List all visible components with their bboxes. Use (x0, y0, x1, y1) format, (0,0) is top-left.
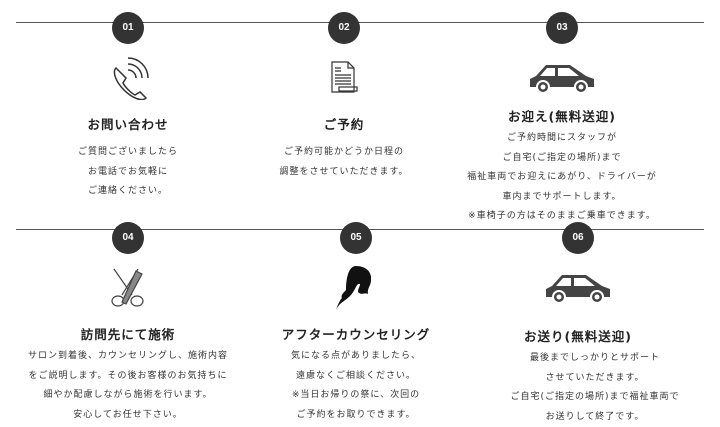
step-title: お送り(無料送迎) (458, 326, 698, 345)
description-line: 最後までしっかりとサポート (492, 349, 698, 369)
step-description: サロン到着後、カウンセリングし、施術内容 をご説明します。その後お客様のお気持ち… (8, 347, 248, 425)
car-icon (458, 262, 698, 314)
description-line: 車内までサポートします。 (442, 188, 682, 208)
description-line: 細やか配慮しながら施術を行います。 (8, 386, 248, 406)
description-line: ご予約可能かどうか日程の (224, 143, 464, 163)
step-number-badge: 06 (562, 222, 594, 254)
description-line: サロン到着後、カウンセリングし、施術内容 (8, 347, 248, 367)
scissors-comb-icon (8, 262, 248, 314)
description-line: させていただきます。 (492, 369, 698, 389)
document-icon (224, 52, 464, 104)
step-after-counseling: 05 アフターカウンセリング 気になる点がありましたら、 遠慮なくご相談ください… (236, 222, 476, 425)
step-description: ご予約時間にスタッフが ご自宅(ご指定の場所)まで 福祉車両でお迎えにあがり、ド… (442, 129, 682, 227)
description-line: ご自宅(ご指定の場所)まで (442, 149, 682, 169)
step-number-badge: 01 (112, 12, 144, 44)
description-line: をご説明します。その後お客様のお気持ちに (8, 367, 248, 387)
step-contact: 01 お問い合わせ ご質問ございましたら お電話でお気軽に ご連絡ください。 (8, 12, 248, 202)
step-reservation: 02 ご予約 ご予約可能かどうか日程の 調整をさせていただきます。 (224, 12, 464, 182)
description-line: ご予約時間にスタッフが (442, 129, 682, 149)
description-line: ご予約をお取りできます。 (236, 406, 476, 426)
description-line: ※当日お帰りの祭に、次回の (236, 386, 476, 406)
woman-silhouette-icon (236, 262, 476, 314)
step-description: 気になる点がありましたら、 遠慮なくご相談ください。 ※当日お帰りの祭に、次回の… (236, 347, 476, 425)
step-description: ご予約可能かどうか日程の 調整をさせていただきます。 (224, 143, 464, 182)
description-line: ご質問ございましたら (8, 143, 248, 163)
step-drop-off: 06 お送り(無料送迎) 最後までしっかりとサポート させていただきます。 ご自… (458, 222, 698, 427)
step-title: アフターカウンセリング (236, 324, 476, 343)
description-line: お電話でお気軽に (8, 163, 248, 183)
description-line: 遠慮なくご相談ください。 (236, 367, 476, 387)
step-number-badge: 02 (328, 12, 360, 44)
step-title: 訪問先にて施術 (8, 324, 248, 343)
step-title: お迎え(無料送迎) (442, 106, 682, 125)
description-line: ご連絡ください。 (8, 182, 248, 202)
description-line: 福祉車両でお迎えにあがり、ドライバーが (442, 168, 682, 188)
description-line: ご自宅(ご指定の場所)まで福祉車両で (492, 388, 698, 408)
step-number-badge: 03 (546, 12, 578, 44)
description-line: お送りして終了です。 (492, 408, 698, 427)
description-line: 安心してお任せ下さい。 (8, 406, 248, 426)
description-line: 調整をさせていただきます。 (224, 163, 464, 183)
step-description: ご質問ございましたら お電話でお気軽に ご連絡ください。 (8, 143, 248, 202)
step-title: お問い合わせ (8, 114, 248, 133)
step-description: 最後までしっかりとサポート させていただきます。 ご自宅(ご指定の場所)まで福祉… (458, 349, 698, 427)
step-title: ご予約 (224, 114, 464, 133)
step-number-badge: 05 (340, 222, 372, 254)
car-icon (442, 52, 682, 104)
description-line: 気になる点がありましたら、 (236, 347, 476, 367)
phone-icon (8, 52, 248, 104)
step-treatment: 04 訪問先にて施術 サロン到着後、カウンセリングし、施術内容 をご説明します。… (8, 222, 248, 425)
step-number-badge: 04 (112, 222, 144, 254)
step-pickup: 03 お迎え(無料送迎) ご予約時間にスタッフが ご自宅(ご指定の場所)まで 福… (442, 12, 682, 227)
